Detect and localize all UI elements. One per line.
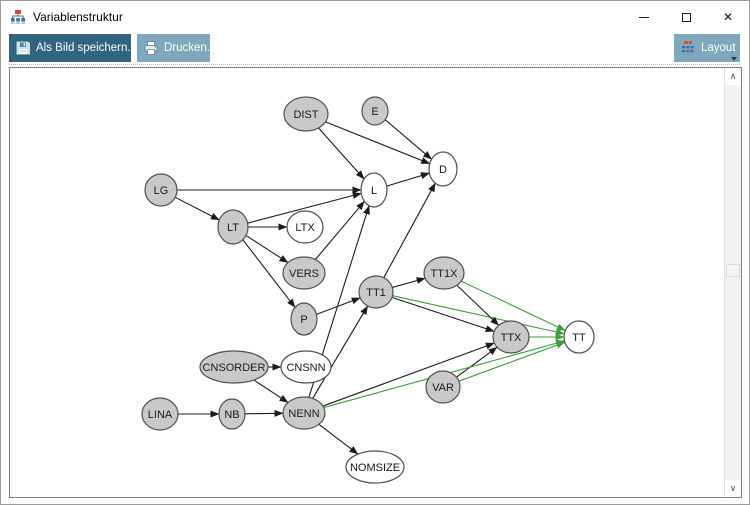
node-DIST[interactable]: DIST bbox=[283, 96, 329, 132]
edge-VAR-TT bbox=[458, 341, 566, 382]
edge-CNSORDER-NENN bbox=[253, 379, 289, 404]
layout-dropdown-caret-icon bbox=[731, 57, 737, 61]
edge-NENN-TTX bbox=[322, 342, 495, 407]
node-label-TT1: TT1 bbox=[366, 287, 386, 299]
node-VERS[interactable]: VERS bbox=[282, 256, 326, 290]
node-CNSNN[interactable]: CNSNN bbox=[280, 350, 332, 384]
node-CNSORDER[interactable]: CNSORDER bbox=[199, 350, 269, 384]
edge-LT-P bbox=[242, 239, 296, 308]
edge-TT1-TT1X bbox=[392, 277, 426, 288]
edge-TT1-TT bbox=[392, 295, 565, 336]
node-E[interactable]: E bbox=[361, 96, 389, 126]
edge-DIST-D bbox=[325, 121, 431, 165]
edge-L-D bbox=[386, 172, 430, 187]
edge-DIST-L bbox=[318, 127, 365, 180]
save-as-image-button[interactable]: Als Bild speichern... bbox=[9, 34, 137, 62]
edge-TT1-TTX bbox=[391, 296, 495, 333]
toolbar: Als Bild speichern... Drucken... bbox=[1, 34, 749, 62]
node-label-NOMSIZE: NOMSIZE bbox=[350, 462, 400, 474]
vertical-scrollbar[interactable]: ∧ ∨ bbox=[724, 68, 741, 497]
node-label-VAR: VAR bbox=[432, 382, 454, 394]
layout-icon bbox=[682, 41, 694, 53]
edge-NENN-TT1 bbox=[312, 305, 369, 399]
node-label-TT: TT bbox=[572, 332, 586, 344]
node-NENN[interactable]: NENN bbox=[282, 396, 326, 430]
node-label-LTX: LTX bbox=[295, 222, 315, 234]
node-label-TT1X: TT1X bbox=[431, 268, 459, 280]
edge-NENN-NOMSIZE bbox=[318, 423, 359, 455]
edge-LG-LT bbox=[174, 196, 220, 221]
scroll-down-icon: ∨ bbox=[729, 483, 737, 493]
node-L[interactable]: L bbox=[360, 172, 388, 208]
node-TT1X[interactable]: TT1X bbox=[423, 256, 465, 290]
edge-TT1-D bbox=[383, 182, 436, 279]
node-TT[interactable]: TT bbox=[563, 320, 595, 354]
scroll-up-icon: ∧ bbox=[729, 71, 737, 81]
node-label-D: D bbox=[439, 164, 447, 176]
node-label-LINA: LINA bbox=[148, 409, 173, 421]
node-NOMSIZE[interactable]: NOMSIZE bbox=[345, 450, 405, 484]
node-label-CNSORDER: CNSORDER bbox=[203, 362, 266, 374]
node-LG[interactable]: LG bbox=[144, 173, 178, 207]
graph-panel: DIST E D LG L LT LTX VERS P TT1 TT1X TTX TT CNSORDER C… bbox=[9, 67, 742, 498]
edge-TT1X-TT bbox=[460, 280, 566, 331]
toolbar-separator bbox=[9, 64, 740, 65]
layout-button[interactable]: Layout bbox=[674, 34, 740, 62]
node-label-LG: LG bbox=[154, 185, 169, 197]
node-P[interactable]: P bbox=[290, 302, 318, 336]
maximize-icon bbox=[681, 12, 691, 22]
print-button-label: Drucken... bbox=[164, 42, 217, 54]
scroll-up-button[interactable]: ∧ bbox=[725, 68, 741, 85]
title-bar: Variablenstruktur ✕ bbox=[1, 1, 749, 33]
minimize-button[interactable] bbox=[623, 1, 665, 33]
node-TT1[interactable]: TT1 bbox=[358, 275, 394, 309]
close-icon: ✕ bbox=[722, 10, 734, 24]
node-LINA[interactable]: LINA bbox=[141, 397, 179, 431]
edge-LT-VERS bbox=[245, 234, 289, 264]
edge-VAR-TTX bbox=[456, 346, 498, 378]
close-button[interactable]: ✕ bbox=[707, 1, 749, 33]
edge-P-TT1 bbox=[316, 297, 361, 315]
node-label-DIST: DIST bbox=[293, 109, 318, 121]
node-label-L: L bbox=[371, 185, 377, 197]
edge-NB-NENN bbox=[244, 409, 284, 417]
minimize-icon bbox=[639, 16, 649, 18]
variable-structure-graph: DIST E D LG L LT LTX VERS P TT1 TT1X TTX TT CNSORDER C… bbox=[141, 96, 595, 484]
node-label-VERS: VERS bbox=[289, 268, 319, 280]
node-LTX[interactable]: LTX bbox=[286, 210, 324, 244]
layout-button-label: Layout bbox=[701, 42, 736, 54]
maximize-button[interactable] bbox=[665, 1, 707, 33]
save-button-label: Als Bild speichern... bbox=[36, 42, 137, 54]
scroll-down-button[interactable]: ∨ bbox=[725, 480, 741, 497]
edge-LT-L bbox=[247, 192, 362, 224]
node-VAR[interactable]: VAR bbox=[425, 370, 461, 404]
node-label-LT: LT bbox=[227, 222, 239, 234]
window-title: Variablenstruktur bbox=[33, 10, 123, 24]
edge-E-D bbox=[384, 119, 432, 160]
node-label-CNSNN: CNSNN bbox=[286, 362, 325, 374]
node-D[interactable]: D bbox=[428, 151, 458, 187]
scrollbar-thumb[interactable] bbox=[726, 264, 740, 277]
print-button[interactable]: Drucken... bbox=[137, 34, 216, 62]
node-label-NB: NB bbox=[224, 409, 239, 421]
print-icon bbox=[144, 41, 158, 55]
org-chart-icon bbox=[11, 10, 25, 24]
node-label-E: E bbox=[371, 106, 378, 118]
edge-VERS-L bbox=[314, 201, 365, 260]
edge-TT1X-TTX bbox=[456, 284, 500, 326]
node-TTX[interactable]: TTX bbox=[492, 320, 530, 354]
node-NB[interactable]: NB bbox=[218, 398, 246, 430]
node-label-TTX: TTX bbox=[501, 332, 522, 344]
save-icon bbox=[16, 41, 30, 55]
node-label-NENN: NENN bbox=[288, 408, 319, 420]
node-LT[interactable]: LT bbox=[217, 209, 249, 245]
node-label-P: P bbox=[300, 314, 307, 326]
